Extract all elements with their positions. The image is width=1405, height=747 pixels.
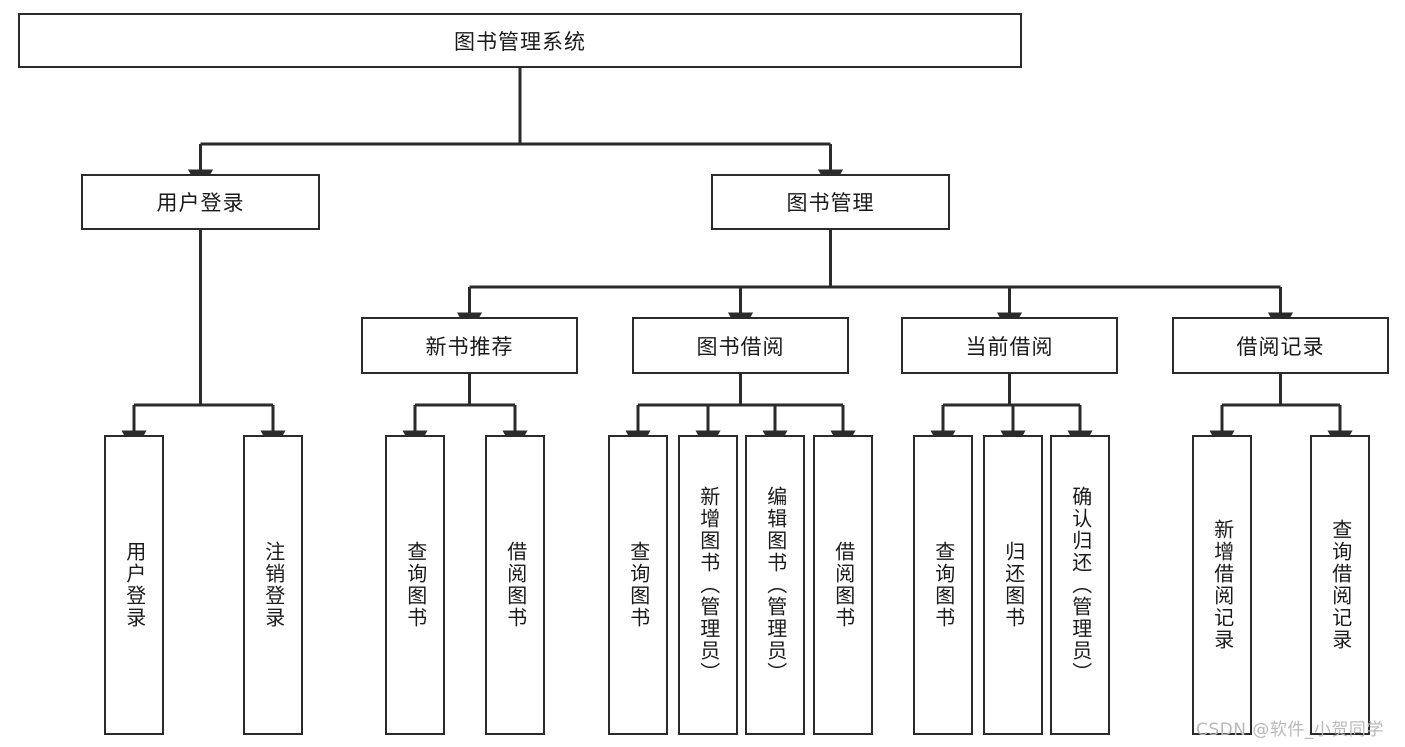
node-r1: 新增借阅记录 <box>1192 435 1252 735</box>
node-n1: 查询图书 <box>385 435 445 735</box>
node-label: 新增图书（管理员） <box>696 486 721 684</box>
node-login: 用户登录 <box>81 174 320 230</box>
node-label: 新书推荐 <box>425 334 514 359</box>
node-label: 新增借阅记录 <box>1210 519 1235 651</box>
node-l2: 注销登录 <box>243 435 303 735</box>
node-records: 借阅记录 <box>1172 317 1389 374</box>
node-label: 用户登录 <box>122 541 147 629</box>
node-borrow: 图书借阅 <box>632 317 849 374</box>
node-l1: 用户登录 <box>104 435 164 735</box>
node-n2: 借阅图书 <box>485 435 545 735</box>
node-c1: 查询图书 <box>913 435 973 735</box>
node-label: 图书借阅 <box>696 334 785 359</box>
node-label: 查询图书 <box>626 541 651 629</box>
node-b3: 编辑图书（管理员） <box>745 435 805 735</box>
node-label: 注销登录 <box>261 541 286 629</box>
node-label: 借阅记录 <box>1236 334 1325 359</box>
node-current: 当前借阅 <box>901 317 1118 374</box>
node-c3: 确认归还（管理员） <box>1050 435 1110 735</box>
node-r2: 查询借阅记录 <box>1310 435 1370 735</box>
node-bookmgmt: 图书管理 <box>711 174 950 230</box>
node-b1: 查询图书 <box>608 435 668 735</box>
node-label: 查询图书 <box>403 541 428 629</box>
node-label: 图书管理系统 <box>454 29 586 54</box>
node-b2: 新增图书（管理员） <box>678 435 738 735</box>
node-c2: 归还图书 <box>983 435 1043 735</box>
node-label: 查询借阅记录 <box>1328 519 1353 651</box>
node-label: 图书管理 <box>786 191 875 215</box>
node-newbook: 新书推荐 <box>361 317 578 374</box>
node-label: 当前借阅 <box>965 334 1054 359</box>
node-root: 图书管理系统 <box>18 13 1022 68</box>
connector-lines <box>121 68 1353 453</box>
node-label: 查询图书 <box>931 541 956 629</box>
node-label: 借阅图书 <box>503 541 528 629</box>
node-b4: 借阅图书 <box>813 435 873 735</box>
node-label: 编辑图书（管理员） <box>763 486 788 684</box>
node-label: 借阅图书 <box>831 541 856 629</box>
node-label: 归还图书 <box>1001 541 1026 629</box>
node-label: 用户登录 <box>156 191 245 215</box>
node-label: 确认归还（管理员） <box>1068 486 1093 684</box>
watermark-label: CSDN @软件_小贺同学 <box>1196 720 1384 740</box>
